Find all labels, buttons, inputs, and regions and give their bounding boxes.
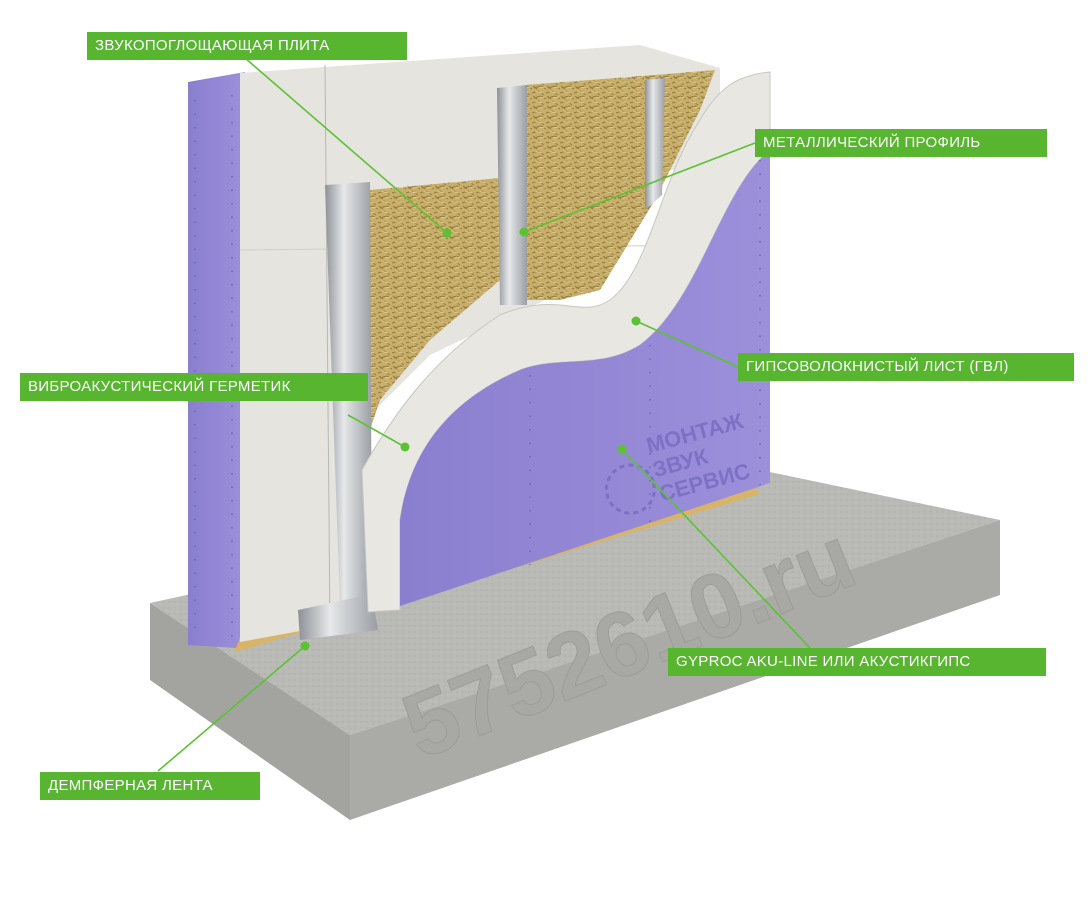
dot-gvl	[631, 316, 641, 326]
leader-gvl	[635, 320, 739, 368]
leader-dots	[300, 227, 641, 651]
leader-aku-line	[621, 448, 811, 649]
leader-damper-tape	[157, 645, 306, 772]
label-aku-line: GYPROC AKU-LINE ИЛИ АКУСТИКГИПС	[668, 648, 1046, 676]
leader-sound-board	[244, 57, 448, 234]
leader-metal-profile	[523, 142, 756, 233]
dot-damper-tape	[300, 641, 310, 651]
rear-purple-board	[188, 72, 245, 648]
label-sound-board: ЗВУКОПОГЛОЩАЮЩАЯ ПЛИТА	[87, 32, 407, 60]
leader-lines	[157, 57, 811, 772]
sound-absorbing-board	[370, 70, 715, 430]
dot-vibro-sealant	[400, 442, 410, 452]
leader-vibro-sealant	[347, 414, 406, 448]
label-damper-tape: ДЕМПФЕРНАЯ ЛЕНТА	[40, 772, 260, 800]
label-gvl: ГИПСОВОЛОКНИСТЫЙ ЛИСТ (ГВЛ)	[738, 353, 1074, 381]
label-vibro-sealant: ВИБРОАКУСТИЧЕСКИЙ ГЕРМЕТИК	[20, 373, 368, 401]
label-metal-profile: МЕТАЛЛИЧЕСКИЙ ПРОФИЛЬ	[755, 129, 1047, 157]
dot-sound-board	[442, 228, 452, 238]
gypsum-aku-line-board	[194, 95, 770, 640]
dot-metal-profile	[519, 227, 529, 237]
dot-aku-line	[617, 444, 627, 454]
